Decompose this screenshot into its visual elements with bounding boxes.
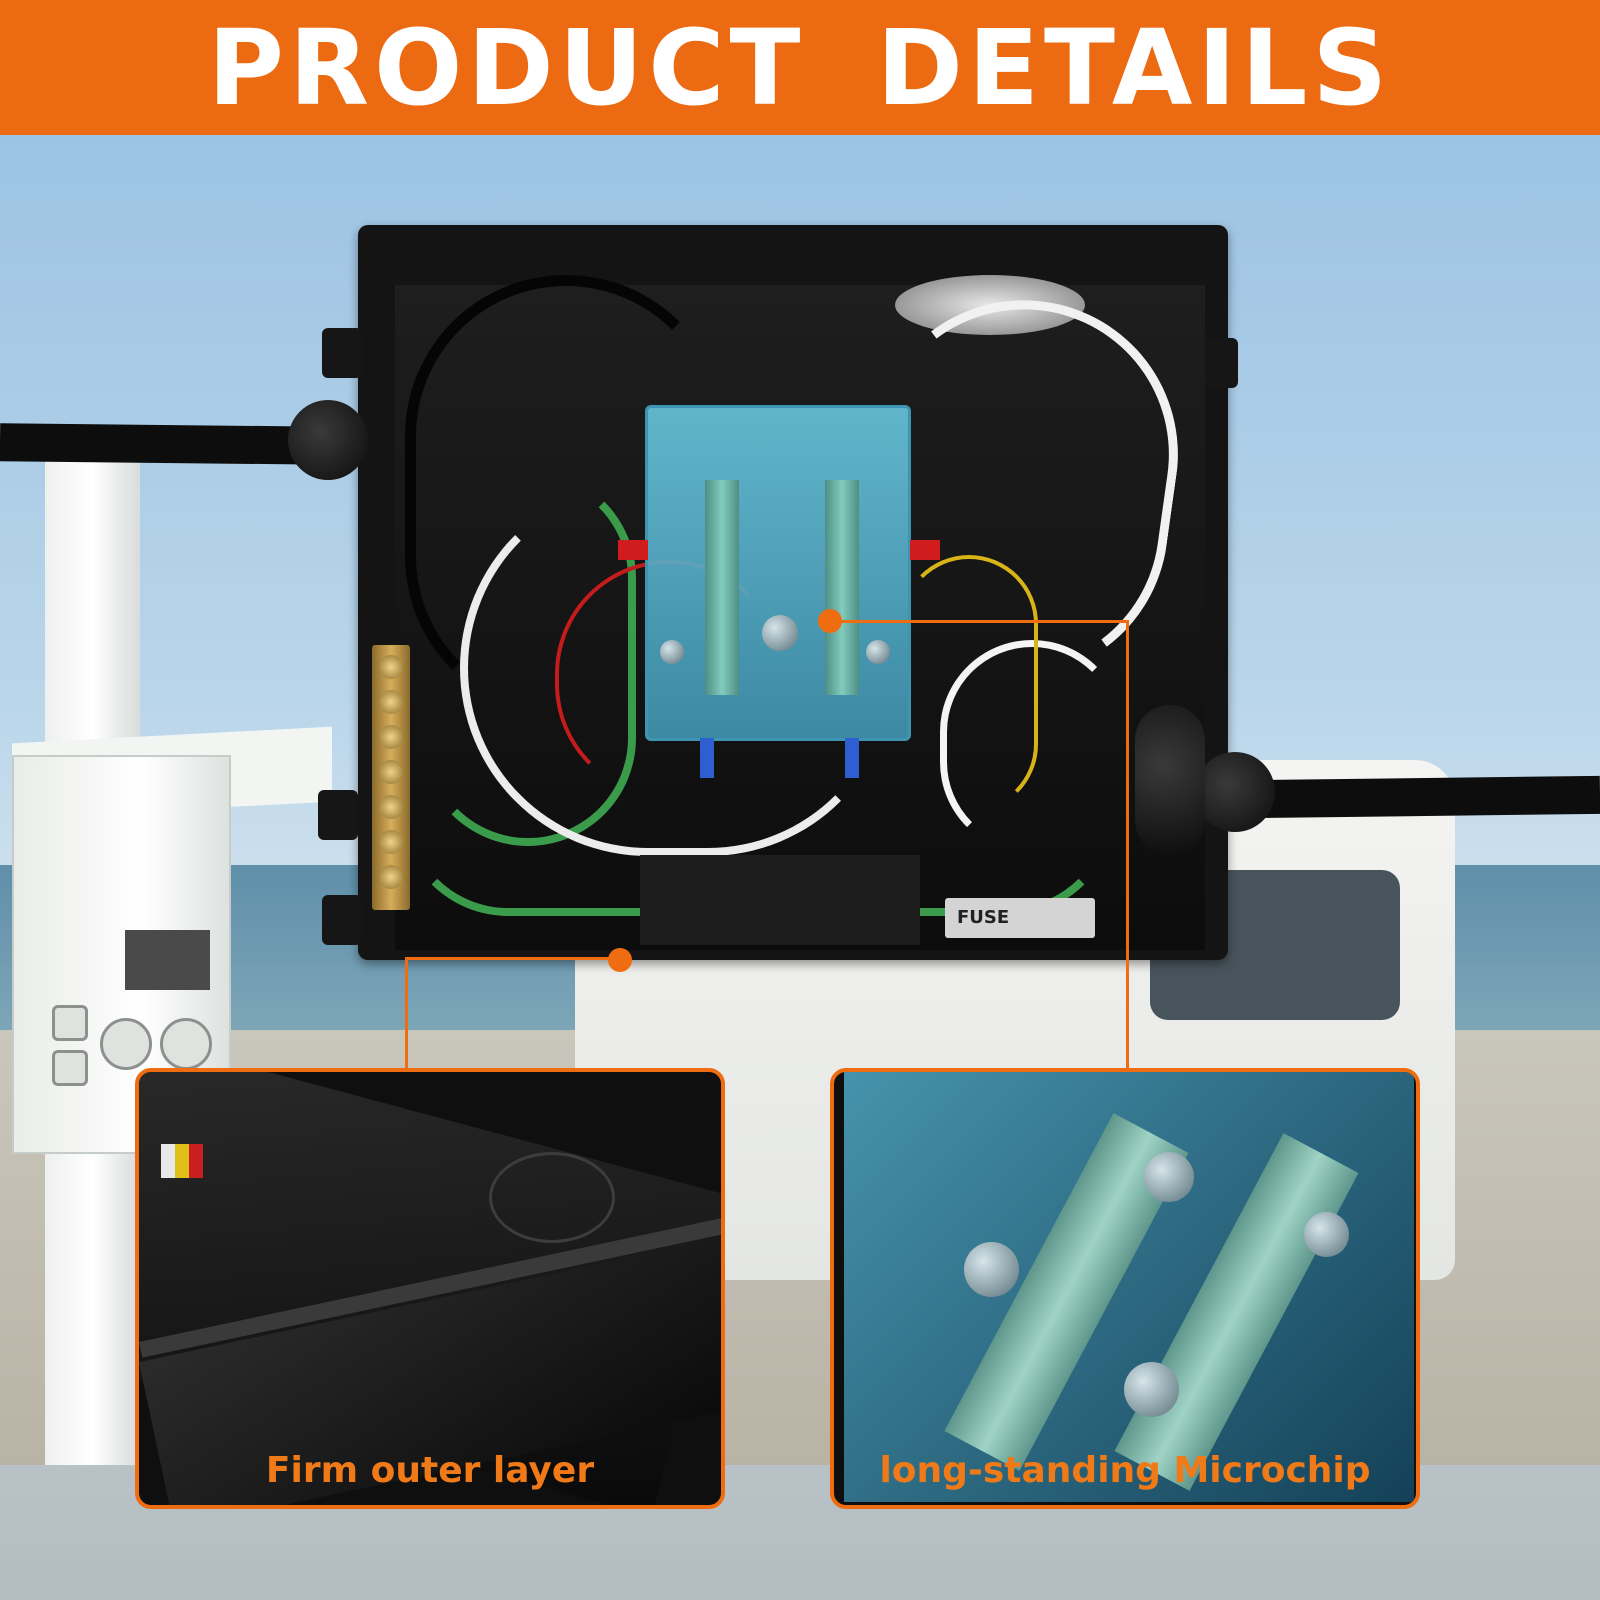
banner-title: PRODUCT DETAILS [207,6,1393,129]
wire-stub [161,1144,175,1178]
bus-screw [379,725,403,749]
callout-inset-microchip: long-standing Microchip [830,1068,1420,1509]
pedestal-outlet [100,1018,152,1070]
fuse-label: FUSE [945,898,1095,938]
bus-screw [379,655,403,679]
pedestal-outlet [160,1018,212,1070]
relay-strap [825,480,859,695]
red-terminal [910,540,940,560]
relay-strap [705,480,739,695]
relay-screw [660,640,684,664]
power-cable-right [1249,775,1600,819]
callout-caption: long-standing Microchip [879,1450,1371,1492]
callout-dot-left [608,948,632,972]
pedestal-outlet [52,1005,88,1041]
bus-screw [379,830,403,854]
relay-screw-closeup [1304,1212,1349,1257]
blue-terminal [700,738,714,778]
cable-gland-left [288,400,368,480]
enclosure-foot [640,855,920,945]
callout-caption: Firm outer layer [265,1450,595,1492]
yellow-wire [900,555,1038,813]
cable-gland-right [1195,752,1275,832]
mounting-tab [322,895,362,945]
knockout-circle [489,1152,615,1243]
header-banner: PRODUCT DETAILS [0,0,1600,135]
relay-module [645,405,911,741]
power-cable-left [0,423,331,465]
relay-screw [762,615,798,651]
bus-screw [379,760,403,784]
relay-screw-closeup [964,1242,1019,1297]
red-terminal [618,540,648,560]
meter-socket [895,275,1085,335]
callout-line-right [830,620,1129,1071]
pedestal-outlet [52,1050,88,1086]
relay-screw-closeup [1144,1152,1194,1202]
wire-stub [175,1144,189,1178]
black-wire [405,275,727,717]
pedestal-breaker [125,930,210,990]
fuse-label-text: FUSE [957,907,1010,928]
wire-stub [189,1144,203,1178]
white-wire [460,480,896,856]
bus-screw [379,690,403,714]
cable-gland-right-inner [1135,705,1205,855]
blue-terminal [845,738,859,778]
callout-dot-right [818,609,842,633]
bus-screw [379,865,403,889]
mounting-tab [322,328,362,378]
relay-screw [866,640,890,664]
bus-screw [379,795,403,819]
mounting-tab [318,790,358,840]
callout-line-left [405,957,623,1070]
callout-inset-outer-layer: Firm outer layer [135,1068,725,1509]
relay-screw-closeup [1124,1362,1179,1417]
